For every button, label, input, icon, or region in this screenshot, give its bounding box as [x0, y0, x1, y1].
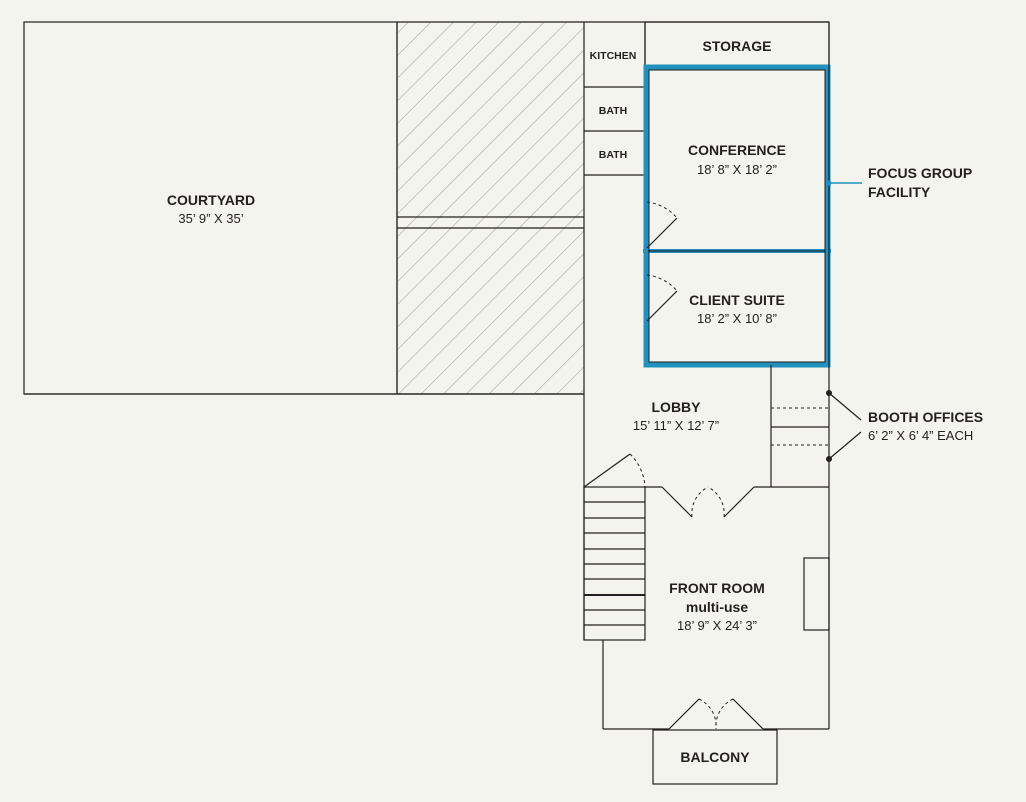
bath-label-2: BATH — [599, 149, 627, 161]
focus-group-label-line2: FACILITY — [868, 184, 931, 200]
balcony-room — [652, 729, 778, 785]
focus-group-facility — [643, 64, 831, 368]
conference-dimensions: 18’ 8” X 18’ 2” — [697, 162, 777, 177]
courtyard-room — [23, 21, 398, 395]
focus-group-label-line1: FOCUS GROUP — [868, 165, 972, 181]
front-room-label: FRONT ROOM — [669, 580, 765, 596]
lobby-label: LOBBY — [652, 399, 702, 415]
client-suite-door — [646, 274, 678, 322]
conference-door — [646, 201, 678, 249]
front-room-walls — [602, 557, 830, 730]
storage-label: STORAGE — [703, 38, 772, 54]
front-room-double-door — [645, 486, 829, 518]
front-room-subtitle: multi-use — [686, 599, 748, 615]
client-suite-dimensions: 18’ 2” X 10’ 8” — [697, 311, 777, 326]
courtyard-dimensions: 35’ 9” X 35’ — [178, 211, 243, 226]
kitchen-label: KITCHEN — [590, 50, 637, 62]
booth-offices-label: BOOTH OFFICES — [868, 409, 983, 425]
lobby-dimensions: 15’ 11” X 12’ 7” — [633, 418, 719, 433]
front-room-dimensions: 18’ 9” X 24’ 3” — [677, 618, 757, 633]
hatched-area — [396, 21, 584, 395]
booth-offices — [770, 22, 830, 729]
client-suite-label: CLIENT SUITE — [689, 292, 785, 308]
booth-offices-callout — [826, 390, 862, 462]
courtyard-label: COURTYARD — [167, 192, 255, 208]
conference-label: CONFERENCE — [688, 142, 786, 158]
focus-group-callout — [826, 180, 862, 186]
balcony-label: BALCONY — [680, 749, 750, 765]
booth-offices-dimensions: 6’ 2” X 6’ 4” EACH — [868, 428, 973, 443]
bath-label-1: BATH — [599, 105, 627, 117]
staircase — [583, 453, 646, 641]
balcony-double-door — [668, 698, 764, 730]
